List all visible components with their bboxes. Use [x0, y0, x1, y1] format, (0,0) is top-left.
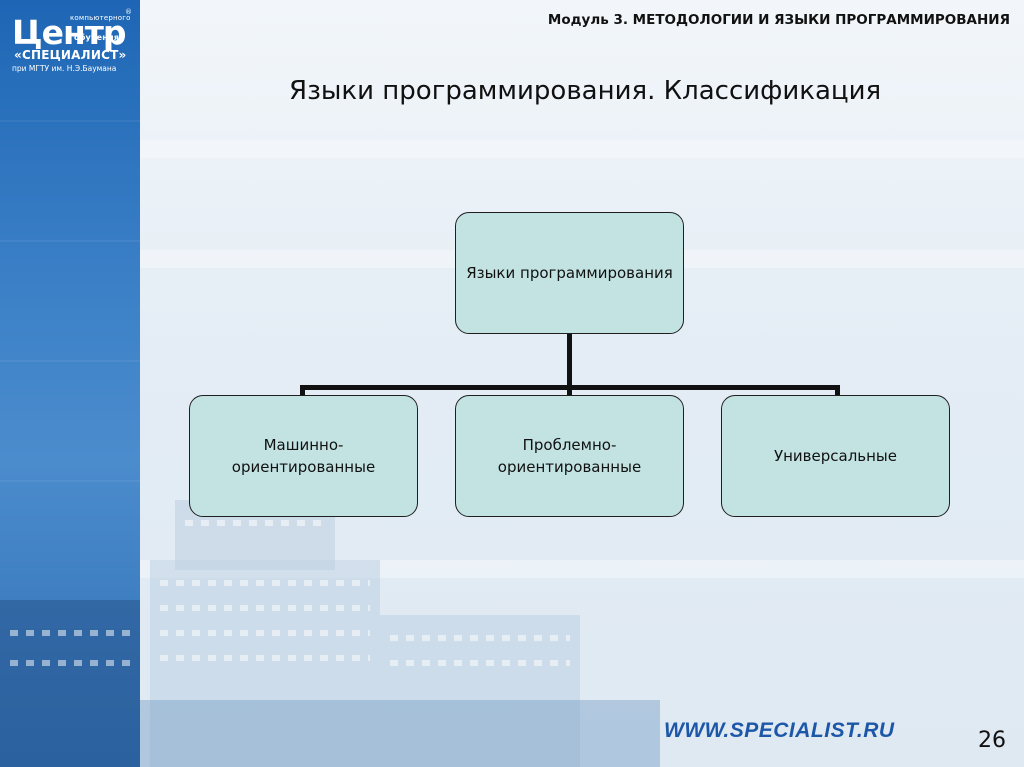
slide-title: Языки программирования. Классификация	[289, 76, 882, 106]
page-number: 26	[978, 728, 1006, 753]
logo-center-word: Центр	[12, 13, 127, 52]
website-url: WWW.SPECIALIST.RU	[664, 719, 895, 742]
registered-mark: ®	[125, 8, 132, 16]
logo-top-text: компьютерного	[70, 14, 131, 22]
background-band	[140, 140, 1024, 158]
logo-specialist: «СПЕЦИАЛИСТ»	[14, 48, 127, 62]
module-title: Модуль 3. МЕТОДОЛОГИИ И ЯЗЫКИ ПРОГРАММИР…	[547, 12, 1010, 28]
logo-mgtu: при МГТУ им. Н.Э.Баумана	[12, 64, 117, 73]
specialist-logo: компьютерного ® Центр обучения «СПЕЦИАЛИ…	[8, 6, 136, 76]
diagram-node-universal: Универсальные	[721, 395, 950, 517]
diagram-root-node: Языки программирования	[455, 212, 684, 334]
logo-obucheniya: обучения	[74, 33, 120, 42]
diagram-node-machine-oriented: Машинно-ориентированные	[189, 395, 418, 517]
diagram-node-problem-oriented: Проблемно-ориентированные	[455, 395, 684, 517]
